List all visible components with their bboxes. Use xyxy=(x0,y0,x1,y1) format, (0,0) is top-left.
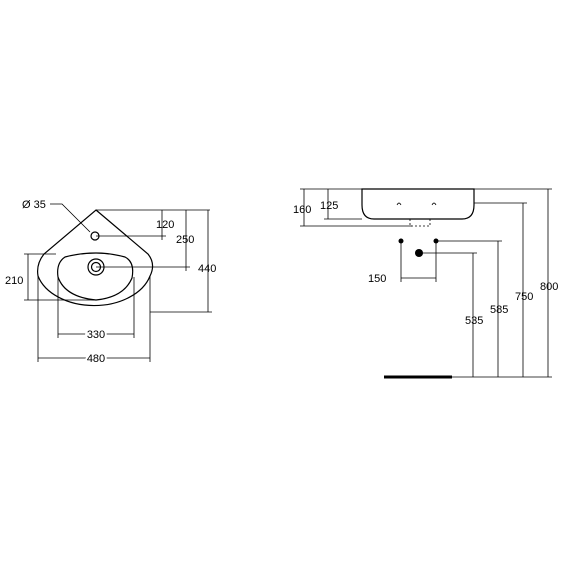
hole-diameter-label: Ø 35 xyxy=(22,199,46,211)
dim-480-label: 480 xyxy=(87,353,105,365)
side-view: 160 125 150 535 585 750 800 xyxy=(293,188,558,379)
dim-125-label: 125 xyxy=(320,200,338,212)
plan-view: Ø 35 120 250 440 210 330 480 xyxy=(5,199,216,367)
waste-point xyxy=(415,249,423,257)
dim-800-label: 800 xyxy=(540,281,558,293)
diameter-leader xyxy=(50,203,91,233)
dim-535-label: 535 xyxy=(465,315,483,327)
dim-120-label: 120 xyxy=(156,219,174,231)
waste-outlet xyxy=(409,219,431,227)
dim-210-label: 210 xyxy=(5,275,23,287)
dim-585-label: 585 xyxy=(490,304,508,316)
dim-250-label: 250 xyxy=(176,234,194,246)
dim-440-label: 440 xyxy=(198,263,216,275)
dim-750-label: 750 xyxy=(515,291,533,303)
dim-160-label: 160 xyxy=(293,204,311,216)
basin-profile xyxy=(361,188,475,220)
dim-150-label: 150 xyxy=(368,273,386,285)
dim-330-label: 330 xyxy=(87,329,105,341)
